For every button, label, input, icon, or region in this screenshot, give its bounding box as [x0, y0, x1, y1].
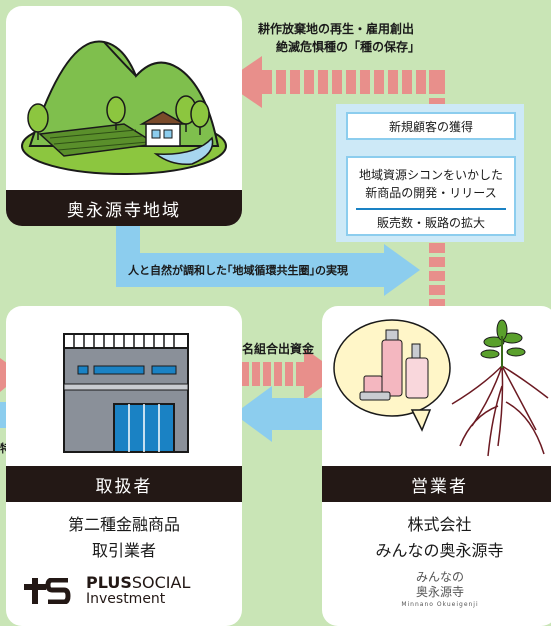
handler-card: 取扱者 第二種金融商品 取引業者 PLUSSOCIAL Investment [6, 306, 242, 626]
logo-plus: PLUS [86, 573, 132, 592]
mountain-village-illustration [21, 40, 227, 175]
handler-description-line2: 取引業者 [91, 541, 156, 560]
activity-new-products: 地域資源シコンをいかした 新商品の開発・リリース 販売数・販路の拡大 [346, 156, 516, 236]
plus-social-logo-icon [24, 578, 71, 604]
region-card: 奥永源寺地域 [6, 6, 242, 226]
handler-description-line1: 第二種金融商品 [67, 515, 180, 534]
activity-new-customers: 新規顧客の獲得 [346, 112, 516, 140]
building-illustration [63, 333, 189, 453]
operator-logo-line2: 奥永源寺 [415, 585, 464, 599]
region-card-label: 奥永源寺地域 [6, 190, 242, 226]
activity-new-products-line2: 新商品の開発・リリース [365, 186, 497, 200]
operator-card: 営業者 株式会社 みんなの奥永源寺 みんなの 奥永源寺 Minnano Okue… [322, 306, 551, 626]
operator-logo-roman: Minnano Okueigenji [401, 601, 479, 608]
operator-logo: みんなの 奥永源寺 Minnano Okueigenji [370, 570, 510, 610]
handler-card-label: 取扱者 [6, 466, 242, 502]
plus-social-logo-text: PLUSSOCIAL Investment [86, 575, 190, 607]
top-flow-text-line2: 絶滅危惧種の「種の保存」 [276, 40, 421, 54]
activity-divider [356, 208, 506, 210]
operator-card-label: 営業者 [322, 466, 551, 502]
activity-sales-expansion: 販売数・販路の拡大 [376, 216, 485, 230]
logo-social: SOCIAL [131, 573, 191, 592]
activity-new-products-line1: 地域資源シコンをいかした [358, 168, 503, 182]
top-flow-text-line1: 耕作放棄地の再生・雇用創出 [258, 22, 415, 36]
investment-flow-text: 匿名組合出資金 [230, 342, 315, 356]
operator-company-line1: 株式会社 [407, 515, 472, 534]
logo-investment: Investment [86, 591, 166, 607]
operator-logo-line1: みんなの [415, 570, 464, 584]
products-and-shikon-illustration [333, 319, 549, 457]
middle-flow-text: 人と自然が調和した｢地域循環共生圏｣の実現 [128, 264, 348, 277]
operator-company-line2: みんなの奥永源寺 [375, 541, 504, 560]
